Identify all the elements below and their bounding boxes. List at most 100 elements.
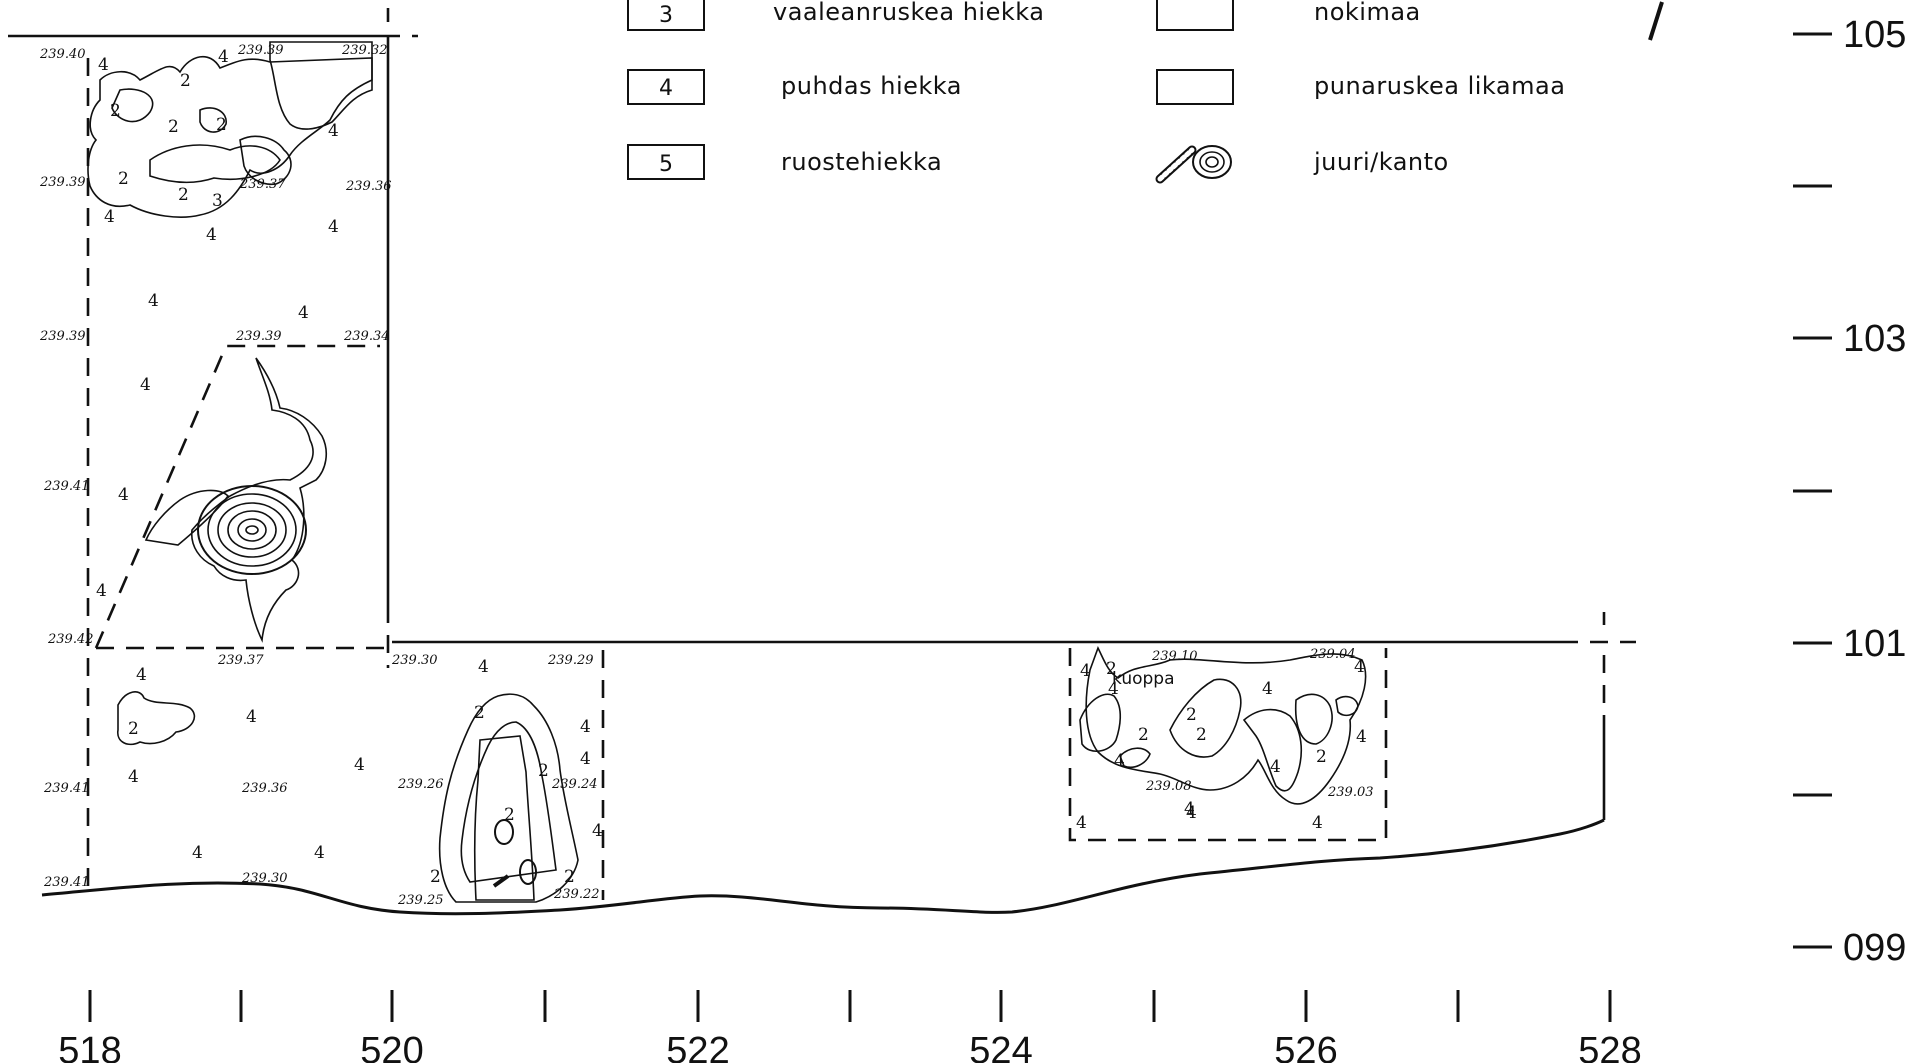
x-tick-label: 526: [1274, 1030, 1337, 1063]
soil-zones-lower-left: [117, 691, 196, 746]
elevation-label: 239.10: [1151, 649, 1198, 664]
red-brown-dirt-zone: [473, 735, 535, 901]
elevation-label: 239.36: [241, 781, 288, 796]
soil-code: 4: [328, 217, 339, 237]
soil-code: 2: [180, 71, 191, 91]
soil-code: 4: [218, 47, 229, 67]
soil-code: 4: [592, 821, 603, 841]
soil-code: 4: [148, 291, 159, 311]
soil-code: 4: [246, 707, 257, 727]
soil-code: 4: [1270, 757, 1281, 777]
root-stump-icon: [494, 819, 514, 845]
soil-code: 4: [1354, 657, 1365, 677]
soil-code: 4: [1184, 799, 1195, 819]
y-tick-label: 103: [1843, 318, 1906, 360]
x-tick-label: 520: [360, 1030, 423, 1063]
red-brown-dirt-zone: [1169, 678, 1242, 758]
soil-code: 2: [168, 117, 179, 137]
legend-item-5: 5 ruostehiekka: [627, 144, 942, 180]
soil-code: 4: [1108, 679, 1119, 699]
soil-code: 4: [580, 717, 591, 737]
soil-code-labels: 4 2 4 2 2 2 4 2 2 4 3 4 4 4 4 4 4 4 4 4 …: [96, 47, 1367, 887]
sand-zone: [117, 691, 196, 746]
elevation-label: 239.24: [551, 777, 598, 792]
elevation-label: 239.08: [1145, 779, 1192, 794]
soil-code: 4: [328, 121, 339, 141]
soil-code: 2: [1316, 747, 1327, 767]
elevation-label: 239.37: [239, 177, 286, 192]
elevation-label: 239.30: [391, 653, 438, 668]
soil-code: 4: [1262, 679, 1273, 699]
elevation-label: 239.41: [43, 875, 90, 890]
pit-box: [1068, 648, 1388, 842]
trench-outlines: [8, 8, 1636, 916]
elevation-label: 239.30: [241, 871, 288, 886]
elevation-label: 239.39: [39, 329, 86, 344]
root-stump-icon: [519, 859, 537, 885]
x-tick-label: 524: [969, 1030, 1032, 1063]
legend-item-root-stump: juuri/kanto: [1155, 145, 1448, 184]
soil-code: 4: [140, 375, 151, 395]
legend-label: nokimaa: [1314, 0, 1421, 26]
legend-label: vaaleanruskea hiekka: [773, 0, 1044, 26]
elevation-label: 239.34: [343, 329, 390, 344]
soil-code: 2: [1196, 725, 1207, 745]
soil-code: 4: [1356, 727, 1367, 747]
small-feature: [1335, 695, 1359, 717]
sand-zone: [460, 721, 557, 883]
elevation-labels: 239.40 239.39 239.32 239.39 239.37 239.3…: [39, 43, 1374, 908]
legend-code: 4: [659, 76, 673, 101]
soil-code: 2: [216, 115, 227, 135]
soil-zones-pit: [1079, 645, 1367, 805]
soil-code: 4: [192, 843, 203, 863]
soil-zones-upper: [87, 41, 373, 218]
soil-code: 4: [96, 581, 107, 601]
elevation-label: 239.25: [397, 893, 444, 908]
sand-zone: [111, 88, 154, 123]
soil-code: 4: [118, 485, 129, 505]
soil-code: 4: [580, 749, 591, 769]
red-brown-dirt-zone: [1242, 708, 1303, 792]
elevation-label: 239.03: [1327, 785, 1374, 800]
elevation-label: 239.32: [341, 43, 388, 58]
y-axis: 105 103 101 099: [1793, 14, 1906, 969]
elevation-label: 239.39: [39, 175, 86, 190]
y-tick-label: 099: [1843, 927, 1906, 969]
soil-code: 2: [1106, 659, 1117, 679]
sand-zone-outline: [438, 693, 579, 903]
soil-code: 4: [314, 843, 325, 863]
soil-code: 2: [1186, 705, 1197, 725]
legend-code: 5: [659, 152, 673, 177]
x-tick-label: 522: [666, 1030, 729, 1063]
soil-code: 4: [98, 55, 109, 75]
legend-code: 3: [659, 3, 673, 28]
soil-code: 4: [206, 225, 217, 245]
soil-code: 4: [354, 755, 365, 775]
elevation-label: 239.39: [237, 43, 284, 58]
soil-code: 4: [136, 665, 147, 685]
root-stump-icon: [1155, 145, 1232, 184]
red-brown-dirt-zone: [1294, 693, 1333, 745]
soil-code: 4: [1312, 813, 1323, 833]
elevation-label: 239.37: [217, 653, 264, 668]
root-stump-icon: [144, 357, 328, 643]
legend-label: puhdas hiekka: [781, 72, 962, 100]
elevation-label: 239.29: [547, 653, 594, 668]
pen-stroke: [1648, 1, 1664, 41]
red-brown-dirt-zone: [149, 144, 281, 184]
legend-item-4: 4 puhdas hiekka: [627, 69, 962, 105]
soil-zones-middle: [438, 693, 579, 903]
elevation-label: 239.22: [553, 887, 600, 902]
x-axis: 518 520 522 524 526 528: [58, 990, 1642, 1063]
soil-code: 2: [1138, 725, 1149, 745]
soil-code: 2: [504, 805, 515, 825]
legend-label: punaruskea likamaa: [1314, 72, 1565, 100]
soot-soil-zone: [239, 135, 292, 186]
x-tick-label: 528: [1578, 1030, 1641, 1063]
red-brown-dirt-zone: [1079, 693, 1122, 752]
soil-code: 4: [1186, 803, 1197, 823]
legend-label: ruostehiekka: [781, 148, 942, 176]
elevation-label: 239.41: [43, 781, 90, 796]
red-brown-dirt-zone: [269, 41, 373, 130]
